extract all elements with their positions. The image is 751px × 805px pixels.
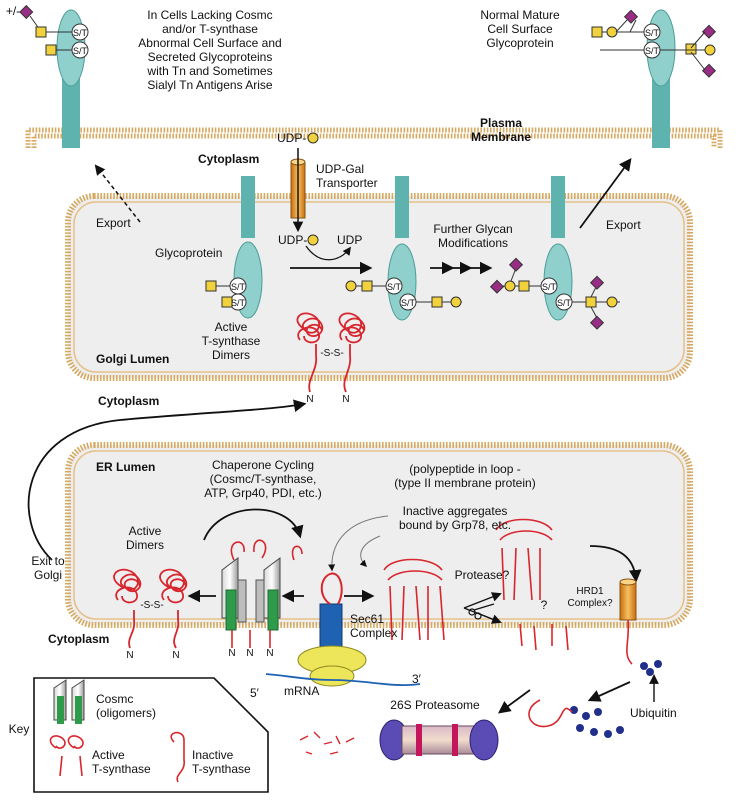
chaperone-cycling-arrow — [203, 508, 304, 541]
st-site-label: S/T — [644, 46, 659, 56]
er-lumen-label: ER Lumen — [96, 460, 156, 474]
st-site-label: S/T — [386, 282, 401, 292]
st-site-label: S/T — [644, 28, 659, 38]
exit-to-golgi-label: Exit to Golgi — [31, 554, 65, 582]
sec61-label: Sec61 Complex — [350, 612, 398, 640]
normal-glycoprotein — [591, 9, 717, 148]
protein-fragments — [519, 623, 569, 651]
hrd1-complex — [619, 578, 637, 665]
golgi-lumen-label: Golgi Lumen — [96, 352, 170, 366]
sec61-complex — [265, 572, 421, 687]
peptide-fragments — [299, 731, 355, 755]
active-dimers-er-label: Active Dimers — [126, 524, 164, 552]
n-terminus-label: N — [246, 648, 254, 659]
three-prime-label: 3′ — [412, 672, 421, 686]
st-site-label: S/T — [72, 28, 87, 38]
active-dimers-golgi-label: Active T-synthase Dimers — [201, 320, 261, 362]
mrna-label: mRNA — [284, 684, 320, 698]
key-active-label: Active T-synthase — [92, 748, 151, 776]
inactive-aggregates-1 — [383, 558, 445, 641]
ubiquitinated-protein — [528, 699, 573, 728]
protease-label: Protease? — [454, 568, 510, 582]
st-site-label: S/T — [556, 298, 571, 308]
n-terminus-label: N — [172, 650, 180, 661]
er-ss-bond-label: -S-S- — [140, 600, 164, 611]
udp-product-label: UDP — [337, 233, 363, 247]
udp-gal-input-label: UDP- — [277, 131, 307, 145]
golgi-ss-bond-label: -S-S- — [320, 348, 344, 359]
st-site-label: S/T — [230, 298, 245, 308]
key-box — [33, 677, 269, 793]
cytoplasm-middle-label: Cytoplasm — [98, 394, 160, 408]
five-prime-label: 5′ — [250, 686, 259, 700]
udp-gal-transporter-label: UDP-Gal Transporter — [316, 162, 378, 190]
polypeptide-loop-label: (polypeptide in loop - (type II membrane… — [394, 462, 536, 490]
key-title: Key — [8, 722, 30, 736]
st-site-label: S/T — [400, 298, 415, 308]
export-right-label: Export — [606, 218, 641, 232]
plasma-membrane-label: Plasma Membrane — [470, 116, 532, 144]
hrd1-label: HRD1 Complex? — [567, 586, 613, 609]
cytoplasm-top-label: Cytoplasm — [198, 152, 260, 166]
golgi-arrows — [94, 157, 632, 275]
exit-to-golgi-arrow — [27, 399, 307, 561]
golgi-glycoprotein-1 — [205, 176, 263, 319]
n-terminus-label: N — [342, 394, 350, 405]
ubiquitin-label: Ubiquitin — [630, 706, 677, 720]
inactive-aggregates-2 — [495, 518, 553, 601]
er-active-dimers — [113, 568, 188, 649]
normal-glycoprotein-note: Normal Mature Cell Surface Glycoprotein — [480, 8, 560, 50]
n-terminus-label: N — [306, 394, 314, 405]
golgi-tsynthase-dimer — [296, 312, 366, 393]
golgi-glycoprotein-3 — [489, 176, 620, 330]
n-terminus-label: N — [266, 648, 274, 659]
abnormal-glycoprotein — [19, 4, 89, 148]
n-terminus-label: N — [228, 648, 236, 659]
key-cosmc-label: Cosmc (oligomers) — [96, 692, 157, 720]
st-site-label: S/T — [541, 282, 556, 292]
cytoplasm-bottom-label: Cytoplasm — [48, 632, 110, 646]
protease-scissors-icon — [468, 603, 495, 621]
st-site-label: S/T — [72, 46, 87, 56]
question-mark-label: ? — [540, 598, 548, 612]
inactive-aggregates-label: Inactive aggregates bound by Grp78, etc. — [398, 504, 512, 532]
glycoprotein-label: Glycoprotein — [155, 246, 223, 260]
abnormal-glycoprotein-note: In Cells Lacking Cosmc and/or T-synthase… — [138, 8, 282, 92]
golgi-glycoprotein-2 — [345, 176, 462, 321]
plasma-membrane — [25, 127, 723, 148]
plus-minus-label: +/- — [5, 4, 21, 18]
proteasome-26s — [379, 719, 499, 761]
cosmc-chaperone-complex — [221, 539, 303, 648]
ubiquitin-chains — [570, 660, 662, 738]
key-inactive-label: Inactive T-synthase — [192, 748, 251, 776]
n-terminus-label: N — [126, 650, 134, 661]
udp-gal-lumen-label: UDP- — [278, 233, 308, 247]
udp-gal-transporter — [290, 132, 319, 246]
proteasome-label: 26S Proteasome — [390, 698, 480, 712]
further-glycan-label: Further Glycan Modifications — [433, 222, 513, 250]
st-site-label: S/T — [230, 282, 245, 292]
chaperone-cycling-label: Chaperone Cycling (Cosmc/T-synthase, ATP… — [204, 458, 322, 500]
export-left-label: Export — [96, 216, 131, 230]
